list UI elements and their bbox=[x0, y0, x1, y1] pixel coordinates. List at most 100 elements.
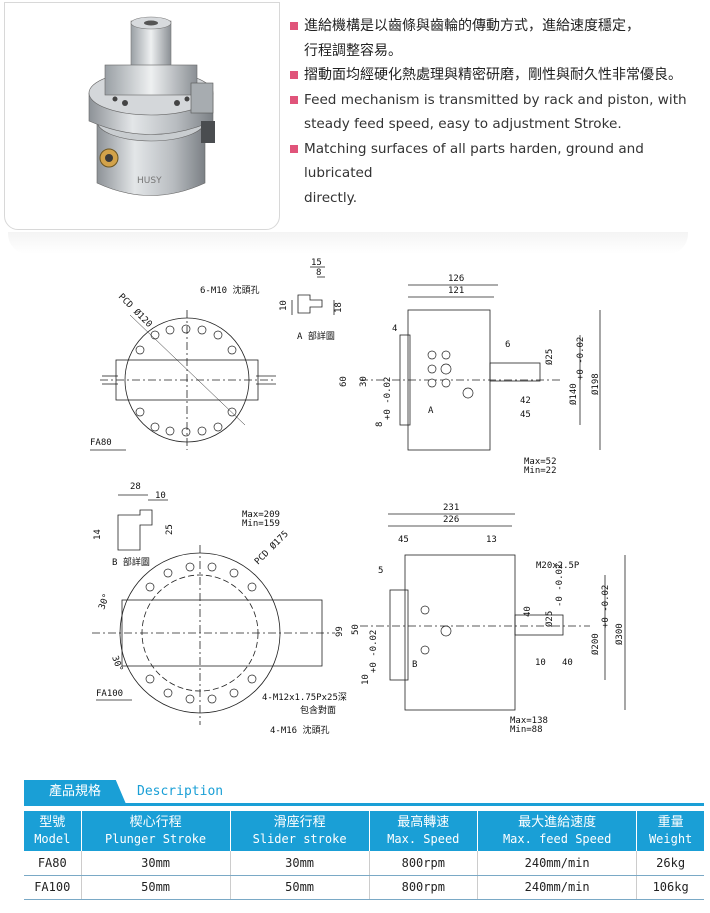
fa80-side-126: 126 bbox=[448, 274, 464, 284]
fa100-side-d300: Ø300 bbox=[614, 623, 625, 645]
feature-text: Feed mechanism is transmitted by rack an… bbox=[304, 91, 687, 108]
fa100-detail-d14: 14 bbox=[93, 529, 103, 540]
table-cell: 800rpm bbox=[369, 875, 479, 900]
fa80-detail-d15: 15 bbox=[311, 258, 322, 268]
fa80-side-6: 6 bbox=[505, 340, 510, 350]
fa80-side-121: 121 bbox=[448, 286, 464, 296]
fa80-side-max: Max=52 bbox=[524, 457, 557, 467]
spec-header-zh: 型號 bbox=[39, 815, 66, 830]
feature-text: Matching surfaces of all parts harden, g… bbox=[304, 140, 644, 182]
spec-header-zh: 滑座行程 bbox=[273, 815, 326, 830]
fa100-detail-d28: 28 bbox=[130, 482, 141, 492]
fa80-side-d198: Ø198 bbox=[590, 373, 601, 395]
bullet-icon bbox=[290, 95, 298, 104]
spec-header-zh: 最高轉速 bbox=[397, 815, 450, 830]
fa100-side-tol10: +0 -0.02 bbox=[369, 630, 379, 673]
feature-line: Matching surfaces of all parts harden, g… bbox=[290, 137, 710, 186]
fa80-side-30: 30 bbox=[359, 376, 369, 387]
table-cell: FA80 bbox=[24, 851, 82, 876]
bullet-icon bbox=[290, 71, 298, 79]
feature-line: directly. bbox=[290, 186, 710, 211]
fa100-detail-label: B 部詳圖 bbox=[112, 556, 150, 568]
fa100-label: FA100 bbox=[96, 689, 123, 699]
feature-line: 進給機構是以齒條與齒輪的傳動方式，進給速度穩定， bbox=[290, 14, 710, 39]
fa100-side-226: 226 bbox=[443, 515, 459, 525]
fa80-side-min: Min=22 bbox=[524, 466, 557, 476]
feature-list: 進給機構是以齒條與齒輪的傳動方式，進給速度穩定，行程調整容易。摺動面均經硬化熱處… bbox=[290, 14, 710, 210]
fa100-side-10: 10 bbox=[361, 674, 371, 685]
tab-spec-en[interactable]: Description bbox=[137, 784, 224, 799]
fa100-stroke-max: Max=209 bbox=[242, 510, 280, 520]
fa100-side-45: 45 bbox=[398, 535, 409, 545]
fa80-pcd: PCD Ø120 bbox=[116, 291, 154, 329]
table-cell: FA100 bbox=[24, 875, 82, 900]
fa80-detail-label: A 部詳圖 bbox=[297, 330, 335, 342]
fa100-side-d25: Ø25 bbox=[544, 611, 555, 627]
spec-header-zh: 重量 bbox=[657, 815, 684, 830]
table-cell: 240mm/min bbox=[477, 851, 638, 876]
table-cell: 106kg bbox=[636, 875, 704, 900]
fa80-side-4: 4 bbox=[392, 324, 397, 334]
tab-underline bbox=[24, 803, 704, 806]
table-cell: 30mm bbox=[230, 851, 370, 876]
table-cell: 50mm bbox=[230, 875, 370, 900]
spec-header-cell: 重量 Weight bbox=[636, 811, 704, 851]
fa80-side-d25: Ø25 bbox=[544, 349, 555, 365]
technical-drawings: FA80 PCD Ø120 6-M10 沈頭孔 15 8 10 18 A 部詳圖… bbox=[0, 255, 710, 770]
fa80-side-8: 8 bbox=[375, 422, 385, 427]
fa100-detail-d10: 10 bbox=[155, 491, 166, 501]
spec-header-cell: 型號 Model bbox=[24, 811, 82, 851]
spec-header-en: Slider stroke bbox=[252, 832, 347, 846]
fa100-side-5: 5 bbox=[378, 566, 383, 576]
spec-header-en: Max. Speed bbox=[387, 832, 460, 846]
spec-header-en: Model bbox=[34, 832, 71, 846]
fa100-side-40: 40 bbox=[523, 606, 533, 617]
fa100-holes-m12: 4-M12x1.75Px25深 bbox=[262, 692, 347, 703]
table-cell: 800rpm bbox=[369, 851, 479, 876]
fa100-side-min: Min=88 bbox=[510, 725, 543, 735]
separator-band bbox=[8, 232, 688, 254]
spec-header-cell: 最高轉速 Max. Speed bbox=[369, 811, 479, 851]
fa80-side-42: 42 bbox=[520, 396, 531, 406]
fa100-side-tol25: -0 -0.02 bbox=[555, 564, 565, 607]
fa100-side-d200: Ø200 bbox=[590, 633, 601, 655]
feature-text: 進給機構是以齒條與齒輪的傳動方式，進給速度穩定， bbox=[304, 18, 640, 34]
fa100-side-50: 50 bbox=[351, 624, 361, 635]
fa100-side-marker: B bbox=[412, 660, 417, 670]
fa100-pcd: PCD Ø175 bbox=[252, 529, 290, 567]
spec-header-en: Weight bbox=[648, 832, 693, 846]
fa100-holes-m16: 4-M16 沈頭孔 bbox=[270, 724, 330, 736]
fa80-side-60: 60 bbox=[339, 376, 349, 387]
bullet-icon bbox=[290, 22, 298, 30]
fa100-detail-d25: 25 bbox=[165, 524, 175, 535]
fa100-side-10b: 10 bbox=[535, 658, 546, 668]
product-photo-card: HUSY bbox=[4, 2, 280, 230]
table-cell: 26kg bbox=[636, 851, 704, 876]
fa100-side-40b: 40 bbox=[562, 658, 573, 668]
fa80-detail-d10: 10 bbox=[279, 300, 289, 311]
fa80-label: FA80 bbox=[90, 438, 112, 448]
fa80-side-marker: A bbox=[428, 406, 434, 416]
fa100-side-99: 99 bbox=[335, 626, 345, 637]
spec-header-zh: 最大進給速度 bbox=[518, 815, 597, 830]
spec-header-cell: 滑座行程 Slider stroke bbox=[230, 811, 370, 851]
fa80-detail-d18: 18 bbox=[334, 302, 344, 313]
feature-text: 行程調整容易。 bbox=[304, 42, 402, 59]
feature-text: directly. bbox=[304, 189, 358, 206]
fa100-stroke-min: Min=159 bbox=[242, 519, 280, 529]
fa80-side-tol140: +0 -0.02 bbox=[576, 337, 586, 380]
table-cell: 50mm bbox=[81, 875, 231, 900]
fa80-holes: 6-M10 沈頭孔 bbox=[200, 284, 260, 296]
fa100-holes-m12-note: 包含對面 bbox=[300, 704, 336, 716]
feature-line: steady feed speed, easy to adjustment St… bbox=[290, 112, 710, 137]
fa80-detail-d8: 8 bbox=[316, 268, 321, 278]
tab-spec-zh[interactable]: 產品規格 bbox=[24, 780, 126, 804]
fa100-side-max: Max=138 bbox=[510, 716, 548, 726]
fa100-side-13: 13 bbox=[486, 535, 497, 545]
